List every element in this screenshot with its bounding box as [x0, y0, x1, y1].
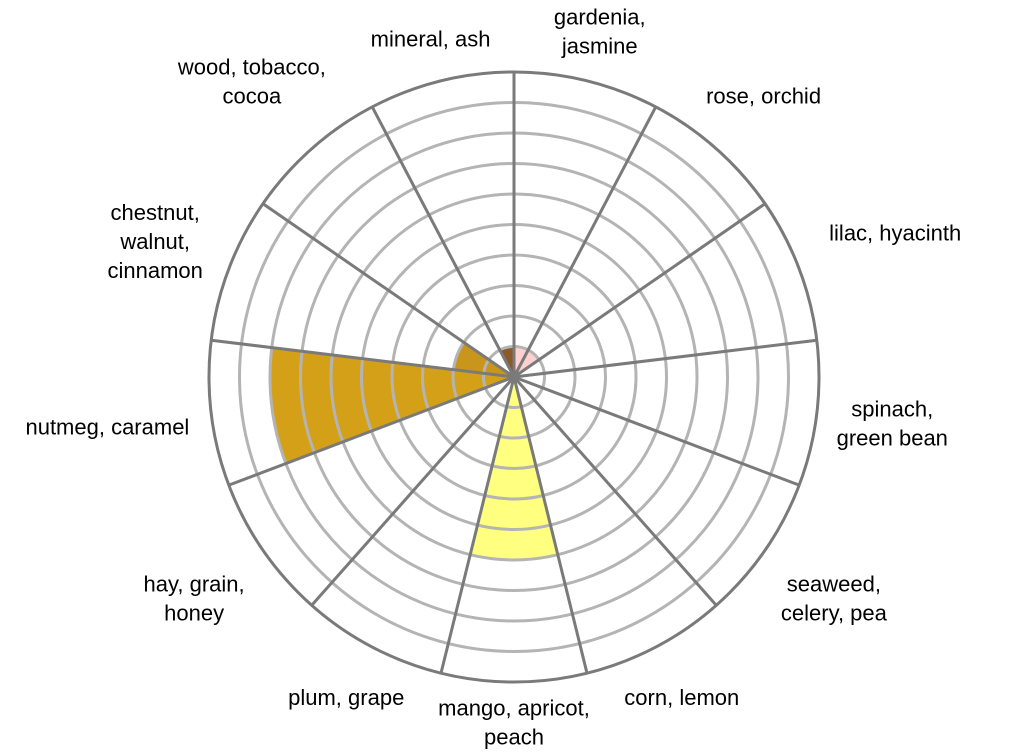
- category-label-3: spinach, green bean: [837, 397, 948, 451]
- category-label-12: mineral, ash: [371, 27, 491, 52]
- category-label-1: rose, orchid: [706, 83, 821, 108]
- spoke-3: [513, 338, 817, 379]
- outer-ring-layer: [207, 70, 821, 684]
- category-label-line: cinnamon: [107, 258, 202, 283]
- spoke-5: [512, 376, 718, 607]
- category-label-line: wood, tobacco,: [177, 55, 326, 80]
- category-label-6: mango, apricot, peach: [438, 696, 590, 750]
- category-label-11: wood, tobacco, cocoa: [177, 55, 326, 109]
- spoke-layer: [211, 72, 817, 674]
- category-label-line: celery, pea: [781, 600, 888, 625]
- outer-ring: [207, 70, 821, 684]
- spoke-2: [513, 202, 766, 379]
- label-layer: gardenia, jasmine rose, orchid lilac, hyaci…: [25, 5, 961, 750]
- spoke-4: [513, 375, 800, 487]
- category-label-line: lilac, hyacinth: [829, 221, 961, 246]
- category-label-8: hay, grain, honey: [144, 571, 245, 625]
- category-label-9: nutmeg, caramel: [25, 414, 189, 439]
- category-label-10: chestnut, walnut, cinnamon: [107, 200, 202, 283]
- category-label-line: walnut,: [119, 229, 190, 254]
- category-label-7: plum, grape: [288, 685, 404, 710]
- category-label-line: mineral, ash: [371, 27, 491, 52]
- spoke-12: [370, 106, 516, 378]
- category-label-line: seaweed,: [787, 571, 881, 596]
- category-label-line: nutmeg, caramel: [25, 414, 189, 439]
- category-label-line: rose, orchid: [706, 83, 821, 108]
- spoke-11: [262, 202, 515, 379]
- spoke-10: [211, 338, 515, 379]
- category-label-line: spinach,: [851, 397, 933, 422]
- category-label-5: corn, lemon: [624, 685, 739, 710]
- category-label-line: peach: [484, 725, 544, 750]
- spoke-7: [439, 376, 516, 674]
- wedge-1: [514, 349, 540, 377]
- spoke-6: [512, 376, 589, 674]
- category-label-line: hay, grain,: [144, 571, 245, 596]
- category-label-line: plum, grape: [288, 685, 404, 710]
- category-label-0: gardenia, jasmine: [554, 5, 646, 59]
- category-label-line: mango, apricot,: [438, 696, 590, 721]
- category-label-line: cocoa: [222, 84, 281, 109]
- spoke-8: [310, 376, 516, 607]
- category-label-4: seaweed, celery, pea: [781, 571, 888, 625]
- category-label-line: gardenia,: [554, 5, 646, 30]
- spoke-1: [512, 106, 658, 378]
- category-label-line: jasmine: [561, 34, 638, 59]
- spoke-9: [228, 375, 515, 487]
- category-label-line: green bean: [837, 426, 948, 451]
- category-label-line: chestnut,: [111, 200, 200, 225]
- category-label-line: honey: [164, 600, 224, 625]
- category-label-2: lilac, hyacinth: [829, 221, 961, 246]
- category-label-line: corn, lemon: [624, 685, 739, 710]
